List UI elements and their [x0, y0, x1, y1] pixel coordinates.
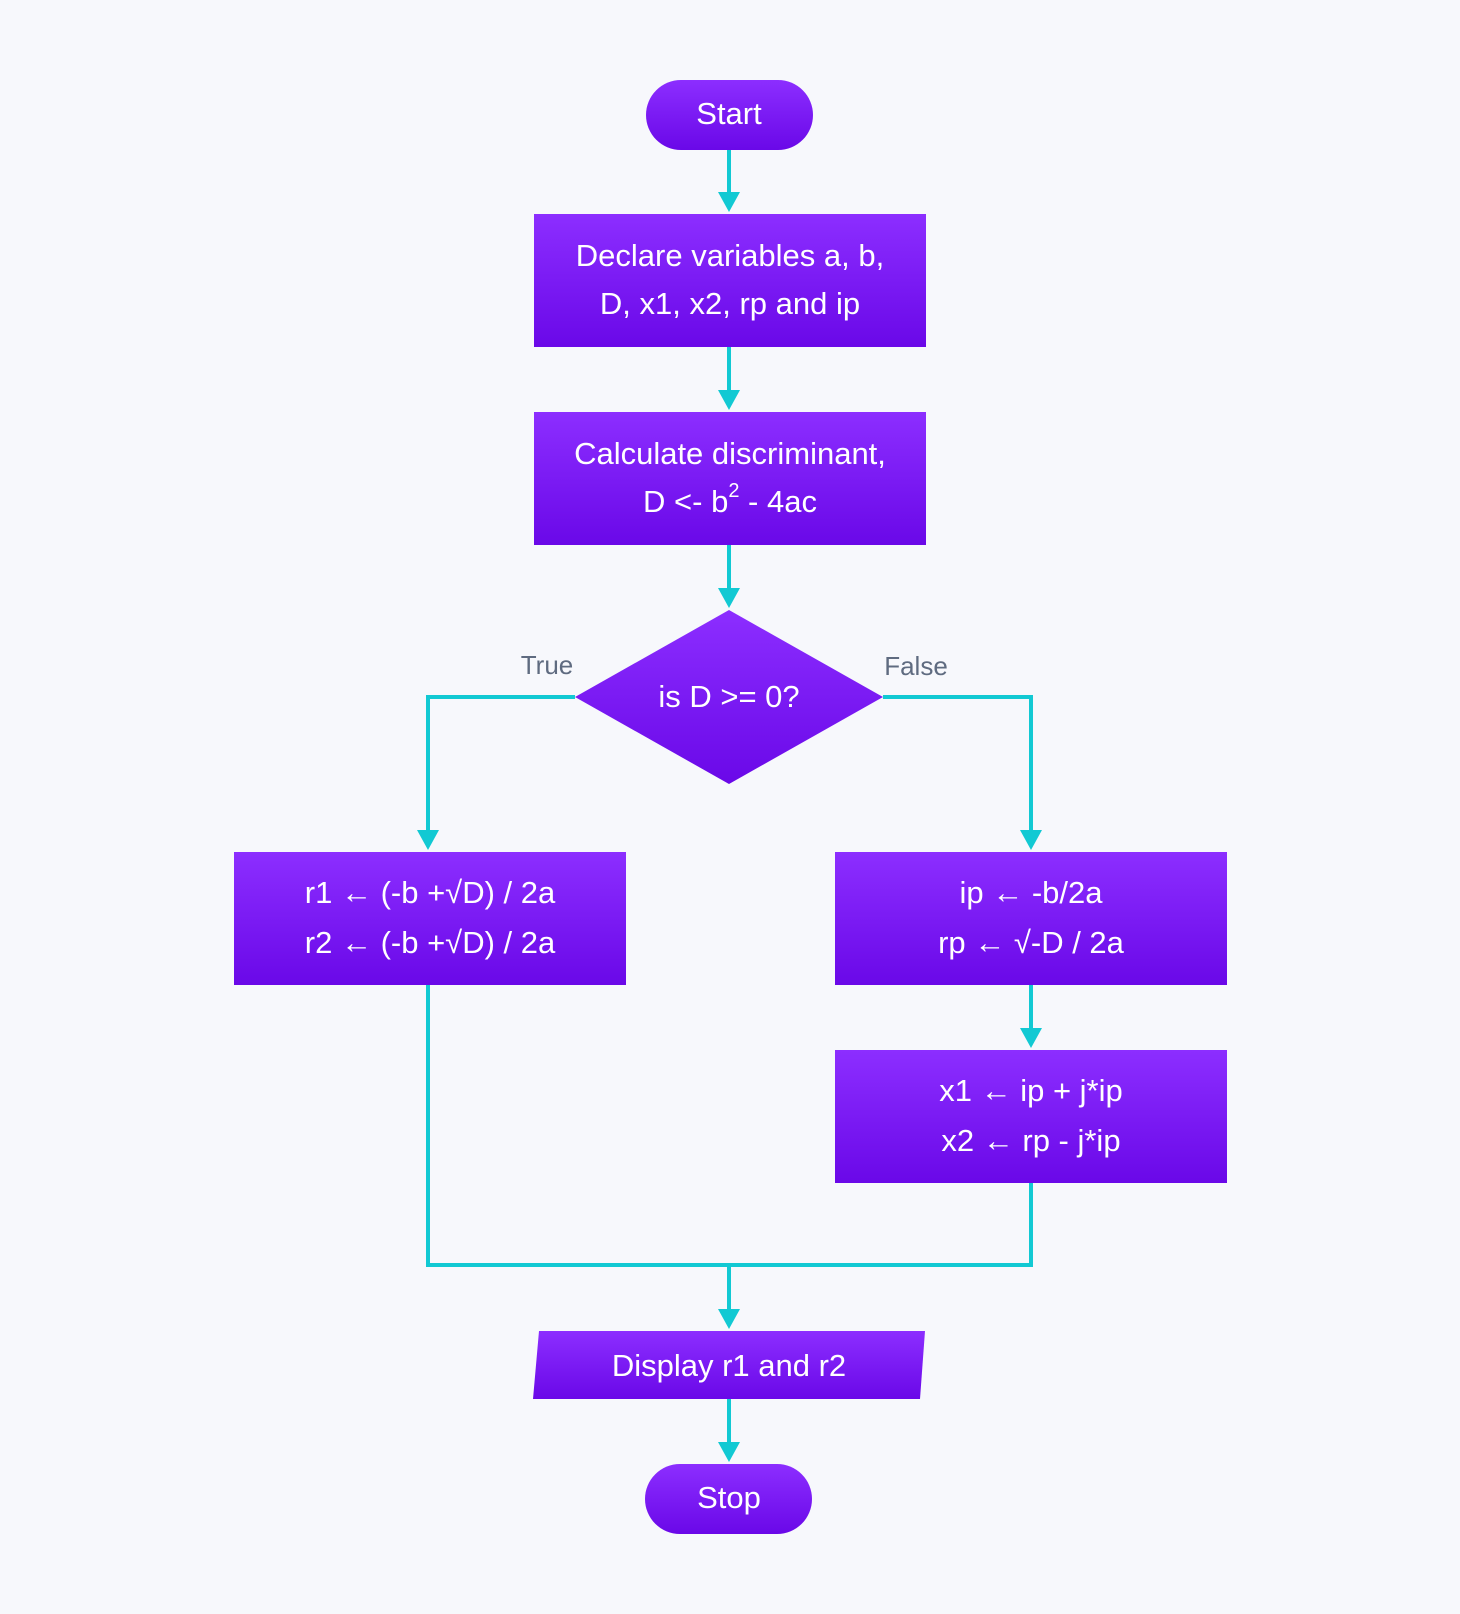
- edges: [417, 148, 1042, 1462]
- false-label: False: [884, 651, 948, 681]
- decision-node: is D >= 0?: [575, 610, 883, 784]
- stop-node: Stop: [645, 1464, 812, 1534]
- false-branch-2-node: x1 ← ip + j*ip x2 ← rp - j*ip: [835, 1050, 1227, 1183]
- arrowhead-display: [718, 1309, 740, 1329]
- edge-true-to-merge: [426, 985, 729, 1267]
- true-branch-line-1: r1 ← (-b +√D) / 2a: [305, 875, 556, 910]
- declare-line-1: Declare variables a, b,: [576, 238, 884, 273]
- edge-false-to-merge: [729, 1183, 1033, 1267]
- start-terminator-shape: [646, 80, 813, 150]
- arrowhead-decision: [718, 588, 740, 608]
- start-node: Start: [646, 80, 813, 150]
- true-branch-line-2: r2 ← (-b +√D) / 2a: [305, 925, 556, 960]
- false-branch-1-node: ip ← -b/2a rp ← √-D / 2a: [835, 852, 1227, 985]
- calculate-line-1: Calculate discriminant,: [574, 436, 886, 471]
- declare-process-shape: [534, 214, 926, 347]
- declare-line-2: D, x1, x2, rp and ip: [600, 286, 860, 321]
- false-branch-1-process-shape: [835, 852, 1227, 985]
- true-label: True: [521, 650, 574, 680]
- arrowhead-stop: [718, 1442, 740, 1462]
- arrowhead-declare: [718, 192, 740, 212]
- edge-decision-true: [426, 695, 575, 834]
- true-branch-process-shape: [234, 852, 626, 985]
- arrowhead-true-branch: [417, 830, 439, 850]
- calculate-line-2-superscript: 2: [728, 480, 739, 502]
- calculate-line-2: D <- b2 - 4ac: [643, 480, 817, 519]
- true-branch-node: r1 ← (-b +√D) / 2a r2 ← (-b +√D) / 2a: [234, 852, 626, 985]
- display-label: Display r1 and r2: [612, 1348, 846, 1383]
- declare-node: Declare variables a, b, D, x1, x2, rp an…: [534, 214, 926, 347]
- arrowhead-calculate: [718, 390, 740, 410]
- false-branch-2-process-shape: [835, 1050, 1227, 1183]
- false-branch-2-line-2: x2 ← rp - j*ip: [941, 1123, 1120, 1158]
- display-node: Display r1 and r2: [533, 1331, 925, 1399]
- calculate-line-2-rest: - 4ac: [739, 484, 817, 519]
- stop-label: Stop: [697, 1480, 761, 1515]
- calculate-node: Calculate discriminant, D <- b2 - 4ac: [534, 412, 926, 545]
- decision-label: is D >= 0?: [658, 679, 799, 714]
- calculate-line-2-main: D <- b: [643, 484, 728, 519]
- arrowhead-false-branch: [1020, 830, 1042, 850]
- arrowhead-false-branch-2: [1020, 1028, 1042, 1048]
- false-branch-1-line-2: rp ← √-D / 2a: [938, 925, 1125, 960]
- decision-diamond-shape: [575, 610, 883, 784]
- start-label: Start: [696, 96, 762, 131]
- display-io-shape: [533, 1331, 925, 1399]
- false-branch-1-line-1: ip ← -b/2a: [959, 875, 1103, 910]
- calculate-process-shape: [534, 412, 926, 545]
- edge-decision-false: [883, 695, 1033, 834]
- false-branch-2-line-1: x1 ← ip + j*ip: [939, 1073, 1123, 1108]
- stop-terminator-shape: [645, 1464, 812, 1534]
